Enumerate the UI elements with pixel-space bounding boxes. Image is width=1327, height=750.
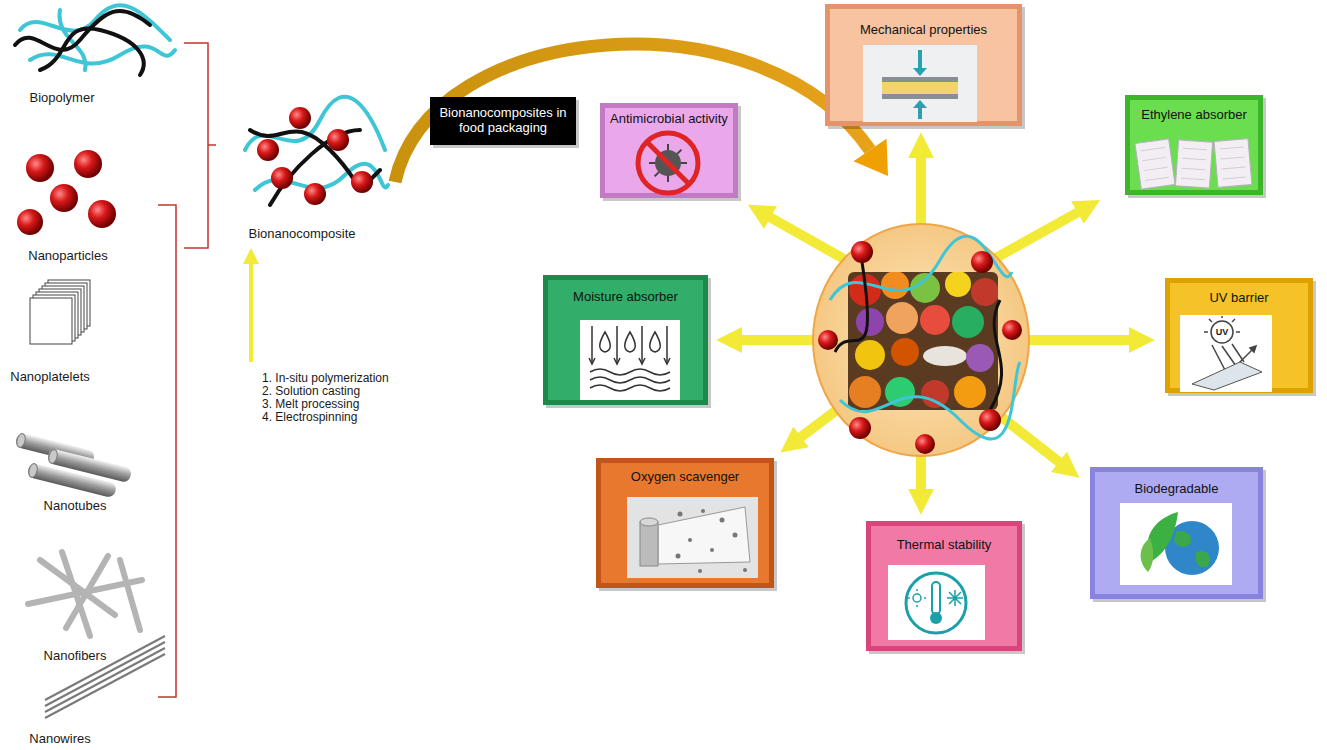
property-box: UV barrier xyxy=(1165,278,1313,393)
box-edge xyxy=(1125,95,1263,195)
oxygen-icon xyxy=(627,497,758,578)
icon-text: UV xyxy=(1216,327,1229,337)
box-shape xyxy=(1090,467,1266,602)
nanoparticles-figure xyxy=(17,150,116,235)
nanoplatelets-figure xyxy=(30,280,90,344)
node-title: Antimicrobial activity xyxy=(600,111,738,126)
biodegradable-icon xyxy=(1120,503,1232,585)
box-edge xyxy=(430,97,576,145)
product-label: Bionanocomposite xyxy=(249,226,356,241)
material-label: Nanofibers xyxy=(44,648,107,663)
property-box: Thermal stability xyxy=(866,521,1022,651)
property-box: Biodegradable xyxy=(1090,467,1263,599)
box-edge xyxy=(600,103,738,198)
box-shape xyxy=(543,275,711,408)
method-item: 3. Melt processing xyxy=(262,398,392,411)
box-shape xyxy=(1125,95,1266,198)
node-title: Bionanocomposites in food packaging xyxy=(430,105,576,135)
moisture-icon xyxy=(580,320,680,400)
method-item: 2. Solution casting xyxy=(262,385,392,398)
food-circle xyxy=(813,224,1029,456)
box-edge xyxy=(1090,467,1263,599)
nanotubes-figure xyxy=(14,432,132,498)
node-title: Moisture absorber xyxy=(543,289,708,304)
antimicrobial-icon xyxy=(638,133,698,193)
box-shape xyxy=(596,458,777,591)
ethylene-icon xyxy=(1135,139,1252,190)
box-layer xyxy=(430,4,1316,654)
box-edge xyxy=(596,458,774,588)
box-edge xyxy=(543,275,708,405)
property-arrow xyxy=(737,153,1134,494)
material-label: Biopolymer xyxy=(29,90,94,105)
material-label: Nanoparticles xyxy=(28,248,108,263)
method-item: 4. Electrospinning xyxy=(262,411,392,424)
packaging-box: Bionanocomposites in food packaging xyxy=(430,97,576,145)
property-box: Ethylene absorber xyxy=(1125,95,1263,195)
node-title: Thermal stability xyxy=(866,537,1022,552)
uv-icon xyxy=(1180,315,1272,392)
box-shape xyxy=(1165,278,1316,396)
node-title: Ethylene absorber xyxy=(1125,107,1263,122)
material-label: Nanotubes xyxy=(44,498,107,513)
box-shape xyxy=(825,4,1025,129)
property-box: Mechanical properties xyxy=(825,4,1022,126)
box-shape xyxy=(600,103,741,201)
biopolymer-figure xyxy=(15,5,175,75)
bracket xyxy=(158,43,216,697)
method-item: 1. In-situ polymerization xyxy=(262,372,392,385)
box-edge xyxy=(1165,278,1313,393)
nanofibers-figure xyxy=(28,552,142,636)
box-shape xyxy=(866,521,1025,654)
node-title: Oxygen scavenger xyxy=(596,469,774,484)
thermal-icon xyxy=(888,565,985,640)
property-box: Antimicrobial activity xyxy=(600,103,738,198)
node-title: UV barrier xyxy=(1165,290,1313,305)
material-label: Nanoplatelets xyxy=(10,369,90,384)
box-shape xyxy=(430,97,579,148)
box-edge xyxy=(825,4,1022,126)
node-title: Biodegradable xyxy=(1090,481,1263,496)
mechanical-icon xyxy=(863,45,977,122)
box-edge xyxy=(866,521,1022,651)
material-label: Nanowires xyxy=(29,731,90,746)
process-arrow xyxy=(243,248,259,362)
node-title: Mechanical properties xyxy=(825,22,1022,37)
bionanocomposite-figure xyxy=(245,97,388,205)
property-box: Oxygen scavenger xyxy=(596,458,774,588)
property-box: Moisture absorber xyxy=(543,275,708,405)
